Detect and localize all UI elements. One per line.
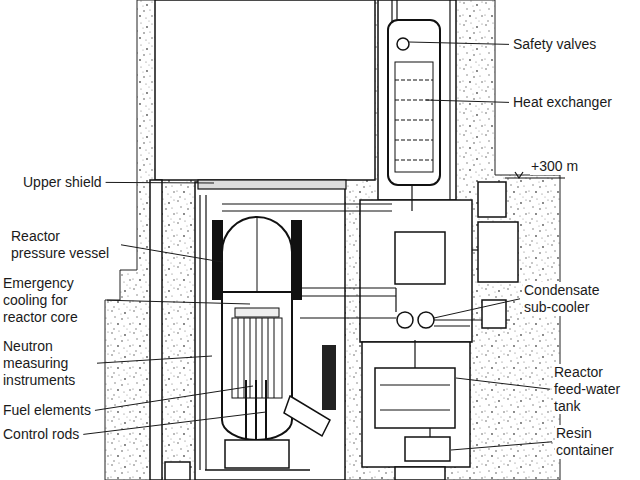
callout-label: Resin container <box>555 425 633 459</box>
equipment <box>380 385 450 386</box>
equipment <box>395 232 445 284</box>
reactor-core <box>244 318 245 398</box>
leader-line <box>456 378 550 389</box>
leader-line <box>409 42 509 44</box>
leader-line <box>107 300 250 304</box>
callout-label: Control rods <box>2 426 80 443</box>
leader-line <box>83 412 266 434</box>
pipe <box>391 0 392 22</box>
reactor-core <box>268 318 269 398</box>
pipe <box>300 287 396 288</box>
leader-line <box>434 299 520 318</box>
cavity <box>395 467 445 480</box>
pipe <box>414 340 415 368</box>
cavity <box>155 0 375 180</box>
heat-exchanger <box>395 140 433 141</box>
pipe <box>411 185 412 211</box>
callout-label: Fuel elements <box>2 402 92 419</box>
reactor-base <box>205 396 330 470</box>
reactor-base <box>205 469 310 471</box>
ground-level-mark <box>515 172 523 178</box>
concrete-body <box>105 0 560 480</box>
cavity <box>165 462 190 480</box>
upper-shield <box>198 180 346 470</box>
heat-exchanger <box>395 80 433 81</box>
heat-exchanger <box>395 160 433 161</box>
cavity <box>362 342 470 467</box>
concrete-body <box>105 0 560 480</box>
shield-block <box>322 345 336 410</box>
pipe <box>429 428 430 437</box>
upper-shield <box>198 180 346 189</box>
pipe <box>434 325 470 326</box>
leader-line <box>121 245 222 262</box>
pipe <box>300 317 396 318</box>
callout-label: +300 m <box>530 158 579 175</box>
pipe <box>300 295 396 296</box>
control-rod <box>245 380 247 442</box>
heat-exchanger <box>388 20 440 185</box>
pipe <box>449 0 450 200</box>
reactor-base <box>284 396 330 436</box>
leader-line <box>106 182 214 184</box>
pipe <box>395 288 396 312</box>
pipe <box>472 249 478 250</box>
reactor-core <box>262 318 263 398</box>
leader-line <box>95 386 253 410</box>
reactor-vessel <box>257 217 258 292</box>
cavity <box>478 222 518 282</box>
callout-label: Upper shield <box>22 174 103 191</box>
callout-label: Neutron measuring instruments <box>2 338 94 388</box>
callout-label: Safety valves <box>512 36 597 53</box>
callout-label: Reactor pressure vessel <box>10 228 118 262</box>
callout-label: Condensate sub-cooler <box>523 282 620 316</box>
heat-exchanger <box>395 62 433 172</box>
reactor-base <box>225 440 289 468</box>
equipment <box>380 410 450 411</box>
leader-line <box>426 100 509 102</box>
equipment <box>418 312 434 328</box>
equipment <box>375 368 455 428</box>
cavity <box>195 182 345 480</box>
cavity <box>360 200 472 342</box>
heat-exchanger <box>397 38 409 50</box>
reactor-core <box>238 318 239 398</box>
control-rod <box>246 380 266 442</box>
cavity <box>150 0 518 480</box>
equipment <box>405 437 450 461</box>
leader-line <box>451 442 552 450</box>
pipe <box>222 203 392 204</box>
leader-line <box>97 356 212 363</box>
cavity <box>378 0 456 200</box>
reactor-core <box>235 308 279 317</box>
cavity <box>478 182 506 217</box>
reactor-core <box>274 318 275 398</box>
ground-level-mark <box>505 177 565 178</box>
pipe <box>396 0 397 22</box>
upper-shield <box>199 195 200 470</box>
pipe <box>222 210 392 211</box>
equipment <box>375 232 506 461</box>
control-rod <box>265 380 267 442</box>
upper-shield <box>205 195 206 470</box>
equipment <box>397 312 413 328</box>
heat-exchanger <box>395 120 433 121</box>
cavity <box>150 180 162 480</box>
control-rod <box>255 380 257 442</box>
heat-exchanger <box>388 20 440 185</box>
callout-label: Heat exchanger <box>512 94 613 111</box>
callout-label: Reactor feed-water tank <box>553 364 635 414</box>
callout-label: Emergency cooling for reactor core <box>2 275 104 325</box>
